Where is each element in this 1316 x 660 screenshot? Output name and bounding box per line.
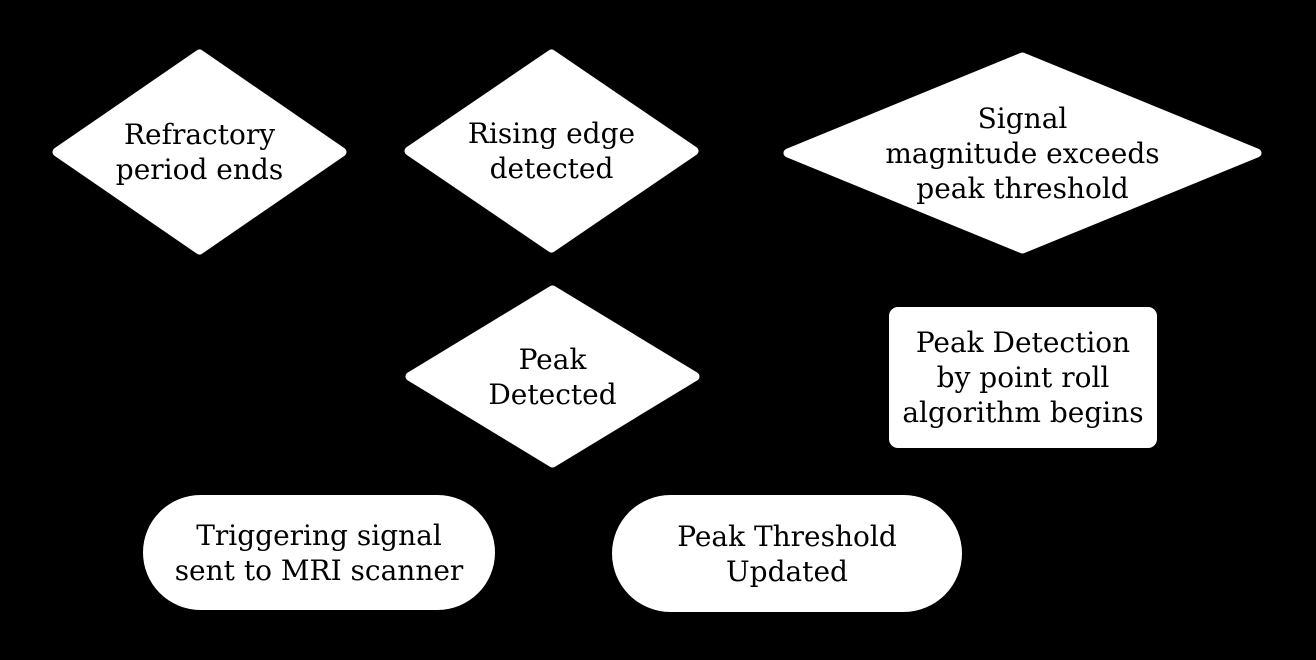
node-rising-edge-detected: Rising edge detected [403,49,700,253]
node-label: Peak Threshold Updated [677,519,897,588]
node-triggering-signal-sent: Triggering signal sent to MRI scanner [143,495,495,610]
diamond-polygon [783,52,1262,254]
node-refractory-period-ends: Refractory period ends [51,49,348,255]
node-label: Rising edge detected [467,117,636,185]
node-label: Peak Detected [488,342,617,411]
node-peak-threshold-updated: Peak Threshold Updated [612,495,962,612]
node-label: Triggering signal sent to MRI scanner [174,518,464,587]
node-label: Refractory period ends [115,118,284,186]
diamond-shape [52,49,347,255]
diamond-polygon [404,49,699,253]
diamond-shape [405,285,700,468]
node-label: Peak Detection by point roll algorithm b… [902,326,1144,429]
diamond-shape [783,52,1262,254]
node-peak-detection-algorithm: Peak Detection by point roll algorithm b… [889,307,1157,448]
node-signal-magnitude-exceeds: Signal magnitude exceeds peak threshold [782,52,1263,254]
diamond-shape [404,49,699,253]
node-peak-detected: Peak Detected [404,285,701,468]
diamond-polygon [52,49,347,255]
node-label: Signal magnitude exceeds peak threshold [885,101,1160,205]
diamond-polygon [405,285,700,468]
